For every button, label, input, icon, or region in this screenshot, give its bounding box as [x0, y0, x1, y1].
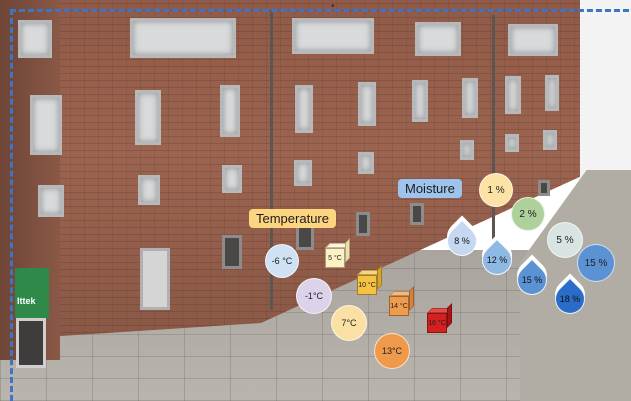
window	[356, 212, 370, 236]
window	[138, 175, 160, 205]
temperature-marker: -6 °C	[265, 244, 299, 278]
moisture-drop: 15 %	[517, 265, 547, 295]
cube-label: 10 °C	[357, 275, 377, 295]
window	[135, 90, 161, 145]
shop-sign: Ittek	[15, 268, 49, 318]
moisture-label: Moisture	[398, 179, 462, 198]
drop-label: 15 %	[521, 275, 543, 285]
moisture-drop: 18 %	[555, 284, 585, 314]
window	[222, 235, 242, 269]
temperature-marker: -1°C	[296, 278, 332, 314]
window	[130, 18, 236, 58]
top-dot: •	[331, 1, 335, 12]
window	[18, 20, 52, 58]
shop-sign-text: Ittek	[17, 296, 36, 306]
window	[222, 165, 242, 193]
shop-door	[16, 318, 46, 368]
window	[545, 75, 559, 111]
window	[358, 82, 376, 126]
temperature-marker: 13°C	[374, 333, 410, 369]
window	[460, 140, 474, 160]
window	[462, 78, 478, 118]
window	[294, 160, 312, 186]
window	[292, 18, 374, 54]
moisture-marker: 5 %	[547, 222, 583, 258]
cube-label: 14 °C	[389, 296, 409, 316]
drain-pipe	[270, 10, 273, 310]
window	[220, 85, 240, 137]
temperature-label: Temperature	[249, 209, 336, 228]
window	[415, 22, 461, 56]
window	[296, 222, 314, 250]
window	[508, 24, 558, 56]
window	[30, 95, 62, 155]
window	[295, 85, 313, 133]
window	[538, 180, 550, 196]
moisture-drop: 8 %	[447, 226, 477, 256]
moisture-marker: 1 %	[479, 173, 513, 207]
drop-label: 12 %	[486, 255, 508, 265]
drop-label: 18 %	[559, 294, 581, 304]
window	[543, 130, 557, 150]
moisture-marker: 15 %	[577, 244, 615, 282]
temperature-marker: 7°C	[331, 305, 367, 341]
window	[410, 203, 424, 225]
window	[505, 76, 521, 114]
sky	[575, 0, 631, 180]
drain-pipe	[492, 15, 495, 245]
cube-label: 5 °C	[325, 248, 345, 268]
window	[38, 185, 64, 217]
cube-label: 16 °C	[427, 313, 447, 333]
window	[358, 152, 374, 174]
doorway	[140, 248, 170, 310]
moisture-marker: 2 %	[511, 197, 545, 231]
moisture-drop: 12 %	[482, 245, 512, 275]
drop-label: 8 %	[454, 236, 470, 246]
window	[505, 134, 519, 152]
window	[412, 80, 428, 122]
